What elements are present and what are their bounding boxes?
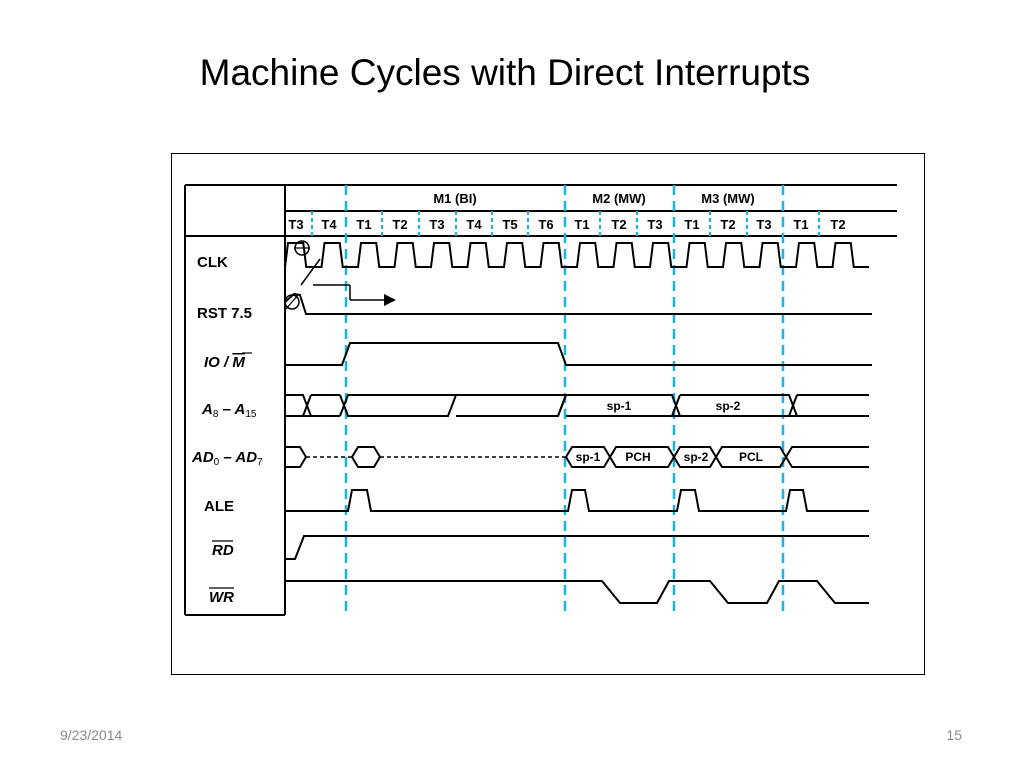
t-state-label: T1	[793, 217, 808, 232]
t-state-label: T3	[288, 217, 303, 232]
bus-value-sp2: sp-2	[684, 450, 709, 464]
timing-diagram-frame: M1 (BI) M2 (MW) M3 (MW) T3 T4 T1 T2 T3 T…	[171, 153, 925, 675]
timing-diagram: M1 (BI) M2 (MW) M3 (MW) T3 T4 T1 T2 T3 T…	[184, 184, 897, 616]
t-state-label: T2	[611, 217, 626, 232]
io-m-waveform	[285, 342, 872, 366]
footer-date: 9/23/2014	[60, 727, 123, 743]
signal-label-wr: WR	[209, 589, 234, 606]
signal-label-ale: ALE	[204, 498, 234, 515]
machine-cycle-label-m3: M3 (MW)	[701, 191, 754, 206]
signal-label-io-m: IO / M	[204, 354, 245, 371]
t-state-label: T3	[647, 217, 662, 232]
t-state-label: T4	[466, 217, 482, 232]
diagram-grid	[184, 184, 897, 616]
t-state-label: T2	[830, 217, 845, 232]
signal-label-a8-a15: A8 – A15	[201, 401, 257, 420]
t-state-label: T6	[538, 217, 553, 232]
clk-waveform	[284, 242, 869, 268]
bus-value-sp1: sp-1	[576, 450, 601, 464]
slide-title: Machine Cycles with Direct Interrupts	[199, 52, 811, 93]
rd-waveform	[285, 535, 869, 560]
footer-page-number: 15	[946, 727, 962, 743]
wr-waveform	[285, 580, 869, 604]
t-state-label: T2	[392, 217, 407, 232]
ale-waveform	[285, 489, 869, 512]
bus-value-sp2: sp-2	[716, 399, 741, 413]
signal-label-rd: RD	[212, 542, 234, 559]
bus-value-pcl: PCL	[739, 450, 763, 464]
t-state-label: T4	[321, 217, 337, 232]
rst-edge-marker	[284, 294, 300, 310]
t-state-label: T3	[756, 217, 771, 232]
ad0-ad7-waveform: sp-1 PCH sp-2 PCL	[285, 446, 869, 468]
signal-label-ad0-ad7: AD0 – AD7	[191, 449, 263, 468]
bus-value-pch: PCH	[625, 450, 650, 464]
t-state-label: T1	[574, 217, 589, 232]
t-state-label: T1	[684, 217, 699, 232]
rst-waveform	[284, 240, 872, 315]
machine-cycle-label-m2: M2 (MW)	[592, 191, 645, 206]
t-state-label: T3	[429, 217, 444, 232]
bus-value-sp1: sp-1	[607, 399, 632, 413]
machine-cycle-label-m1: M1 (BI)	[433, 191, 476, 206]
t-state-labels: T3 T4 T1 T2 T3 T4 T5 T6 T1 T2 T3 T1 T2 T…	[288, 217, 845, 232]
t-state-label: T1	[356, 217, 371, 232]
a8-a15-waveform: sp-1 sp-2	[285, 394, 869, 417]
signal-label-clk: CLK	[197, 254, 228, 271]
signal-label-rst: RST 7.5	[197, 305, 252, 322]
t-state-label: T2	[720, 217, 735, 232]
t-state-label: T5	[502, 217, 517, 232]
